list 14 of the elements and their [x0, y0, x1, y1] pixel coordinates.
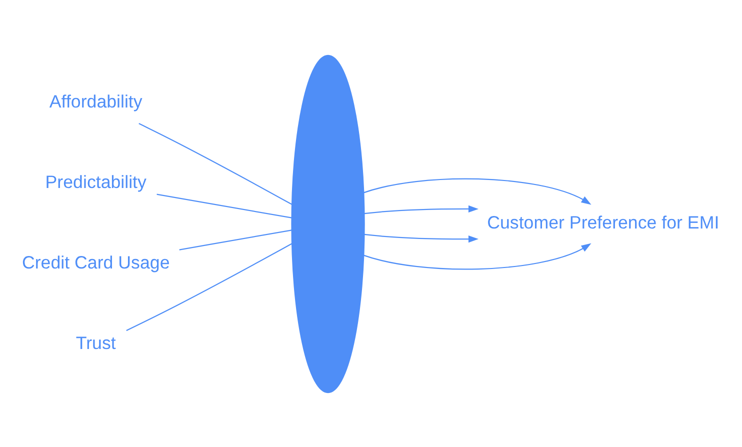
node-text: Affordability — [49, 91, 142, 112]
arrow — [364, 178, 592, 204]
connector — [126, 242, 292, 331]
node-text: Credit Card Usage — [22, 252, 170, 272]
node-text: Customer Preference for EMI — [487, 212, 720, 232]
connector — [179, 229, 292, 250]
connector — [156, 193, 292, 218]
node-ellipse — [291, 54, 365, 393]
arrow — [364, 233, 479, 242]
node-text: Trust — [76, 332, 116, 352]
connector — [138, 122, 292, 204]
arrow — [364, 242, 592, 270]
node-text: Predictability — [45, 172, 146, 192]
arrow — [364, 204, 479, 214]
